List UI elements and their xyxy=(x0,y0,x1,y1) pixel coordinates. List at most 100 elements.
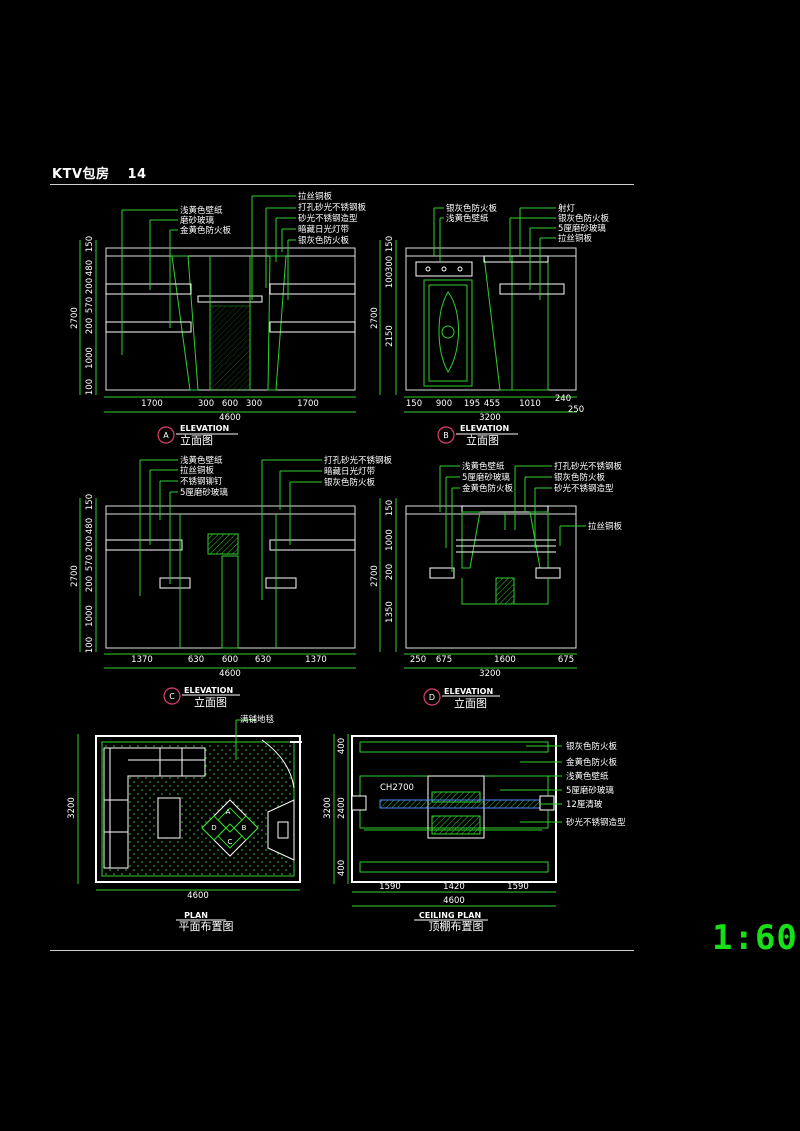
elev-c-label-l2: 不锈钢铆钉 xyxy=(180,476,223,487)
elev-a-hdim-1: 300 xyxy=(198,399,214,409)
ceiling-cn: 顶棚布置图 xyxy=(429,919,484,933)
elev-b-hdim-3: 455 xyxy=(484,399,500,409)
elev-c-label-r0: 打孔砂光不锈钢板 xyxy=(324,455,393,466)
sheet-header: KTV包房 14 xyxy=(52,163,165,182)
elev-a-label-r0: 拉丝铜板 xyxy=(298,191,333,202)
elev-a-vdim-2: 200 xyxy=(85,278,95,294)
elev-d-hdim-2: 1600 xyxy=(494,655,516,665)
ceiling-en: CEILING PLAN xyxy=(419,911,481,920)
elev-c-vdim-2: 200 xyxy=(85,536,95,552)
plan-diamond xyxy=(201,799,259,857)
elev-d-hdim-0: 250 xyxy=(410,655,426,665)
elev-c-label-l1: 拉丝铜板 xyxy=(180,465,215,476)
elev-d-vdim-1: 1000 xyxy=(385,529,395,551)
elev-d-cn: 立面图 xyxy=(454,696,487,710)
elev-a-vdim-0: 150 xyxy=(85,236,95,252)
elev-a-vdim-6: 100 xyxy=(85,379,95,395)
elev-d-vtotal: 2700 xyxy=(370,565,380,587)
elev-b-hdim-1: 900 xyxy=(436,399,452,409)
elev-a-en: ELEVATION xyxy=(180,424,229,433)
plan-room-c: C xyxy=(228,838,233,846)
plan-vdim: 3200 xyxy=(67,797,77,819)
elev-d-en: ELEVATION xyxy=(444,687,493,696)
elev-a-vdim-4: 200 xyxy=(85,318,95,334)
elev-c-hdim-0: 1370 xyxy=(131,655,153,665)
elev-d-label-r3: 拉丝铜板 xyxy=(588,521,623,532)
ceiling-vtotal: 3200 xyxy=(323,797,333,819)
elev-a-label-r3: 暗藏日光灯带 xyxy=(298,224,350,235)
elev-a-hdim-3: 300 xyxy=(246,399,262,409)
elev-c-vtotal: 2700 xyxy=(70,565,80,587)
elev-c-en: ELEVATION xyxy=(184,686,233,695)
ceiling-plan: CH2700 银灰色防火板 金黄色防火板 浅黄色壁纸 5厘磨砂玻璃 12厘清玻 … xyxy=(323,734,626,933)
plan-cn: 平面布置图 xyxy=(179,920,234,933)
elev-c-vdim-4: 200 xyxy=(85,576,95,592)
elevation-d: 浅黄色壁纸 5厘磨砂玻璃 金黄色防火板 打孔砂光不锈钢板 银灰色防火板 砂光不锈… xyxy=(370,461,623,710)
ceiling-hdim-1: 1420 xyxy=(443,882,465,892)
ceiling-height: CH2700 xyxy=(380,783,414,793)
ceiling-hdim-2: 1590 xyxy=(507,882,529,892)
elev-d-label-r0: 打孔砂光不锈钢板 xyxy=(554,461,623,472)
ceiling-vdim-2: 400 xyxy=(337,860,347,876)
elev-c-hdim-3: 630 xyxy=(255,655,271,665)
elevation-b: 银灰色防火板 浅黄色壁纸 射灯 银灰色防火板 5厘磨砂玻璃 拉丝铜板 150 3… xyxy=(370,203,610,447)
elev-b-label-l0: 银灰色防火板 xyxy=(446,203,498,214)
ceiling-label-3: 5厘磨砂玻璃 xyxy=(566,785,614,796)
elevation-a: 浅黄色壁纸 磨砂玻璃 金黄色防火板 拉丝铜板 打孔砂光不锈钢板 砂光不锈钢造型 … xyxy=(70,191,367,447)
elev-a-vdim-1: 480 xyxy=(85,260,95,276)
elev-b-htotal: 3200 xyxy=(479,413,501,423)
elev-b-label-l1: 浅黄色壁纸 xyxy=(446,213,489,224)
footer-rule xyxy=(50,950,634,951)
sheet-title: KTV包房 xyxy=(52,167,110,182)
plan-hdim: 4600 xyxy=(187,891,209,901)
elev-b-en: ELEVATION xyxy=(460,424,509,433)
elev-c-vdim-6: 100 xyxy=(85,637,95,653)
elev-a-vdim-3: 570 xyxy=(85,297,95,313)
elev-d-label-l2: 金黄色防火板 xyxy=(462,483,514,494)
elev-c-label-r1: 暗藏日光灯带 xyxy=(324,466,376,477)
floor-plan: 满铺地毯 3200 4600 A B C D PLAN 平面布置图 xyxy=(67,714,302,933)
elev-d-hdim-3: 675 xyxy=(558,655,574,665)
elev-b-label-r2: 5厘磨砂玻璃 xyxy=(558,223,606,234)
scale-label: 1:60 xyxy=(712,918,798,958)
elev-b-hdim-0: 150 xyxy=(406,399,422,409)
elev-d-vdim-3: 1350 xyxy=(385,601,395,623)
elev-c-vdim-0: 150 xyxy=(85,494,95,510)
ceiling-label-1: 金黄色防火板 xyxy=(566,757,618,768)
sheet-number: 14 xyxy=(127,167,147,182)
ceiling-label-4: 12厘清玻 xyxy=(566,799,603,810)
plan-room-b: B xyxy=(242,824,247,832)
elev-c-hdim-1: 630 xyxy=(188,655,204,665)
elev-a-hdim-4: 1700 xyxy=(297,399,319,409)
ceiling-label-2: 浅黄色壁纸 xyxy=(566,771,609,782)
elev-a-vtotal: 2700 xyxy=(70,307,80,329)
ceiling-hdim-0: 1590 xyxy=(379,882,401,892)
header-rule xyxy=(50,184,634,185)
elev-d-label-r2: 砂光不锈钢造型 xyxy=(554,483,614,494)
elev-d-label-l0: 浅黄色壁纸 xyxy=(462,461,505,472)
ceiling-vdim-1: 2400 xyxy=(337,797,347,819)
elev-a-label-r4: 银灰色防火板 xyxy=(298,235,350,246)
plan-carpet-label: 满铺地毯 xyxy=(240,714,275,725)
elev-a-label-l1: 磨砂玻璃 xyxy=(180,215,215,226)
elev-d-htotal: 3200 xyxy=(479,669,501,679)
ceiling-label-5: 砂光不锈钢造型 xyxy=(566,817,626,828)
ceiling-vdim-0: 400 xyxy=(337,738,347,754)
elev-a-label-l0: 浅黄色壁纸 xyxy=(180,205,223,216)
elev-c-label-r2: 银灰色防火板 xyxy=(324,477,376,488)
ceiling-htotal: 4600 xyxy=(443,896,465,906)
elev-d-hdim-1: 675 xyxy=(436,655,452,665)
elev-b-vdim-0: 150 xyxy=(385,236,395,252)
elev-b-hdim-6: 250 xyxy=(568,405,584,415)
elev-b-vdim-3: 2150 xyxy=(385,325,395,347)
elev-a-htotal: 4600 xyxy=(219,413,241,423)
elev-a-label-r1: 打孔砂光不锈钢板 xyxy=(298,202,367,213)
elev-d-vdim-0: 150 xyxy=(385,500,395,516)
elev-c-hdim-4: 1370 xyxy=(305,655,327,665)
elev-b-label-r1: 银灰色防火板 xyxy=(558,213,610,224)
elev-a-hdim-2: 600 xyxy=(222,399,238,409)
elev-b-badge: B xyxy=(443,431,449,440)
plan-en: PLAN xyxy=(184,911,208,920)
